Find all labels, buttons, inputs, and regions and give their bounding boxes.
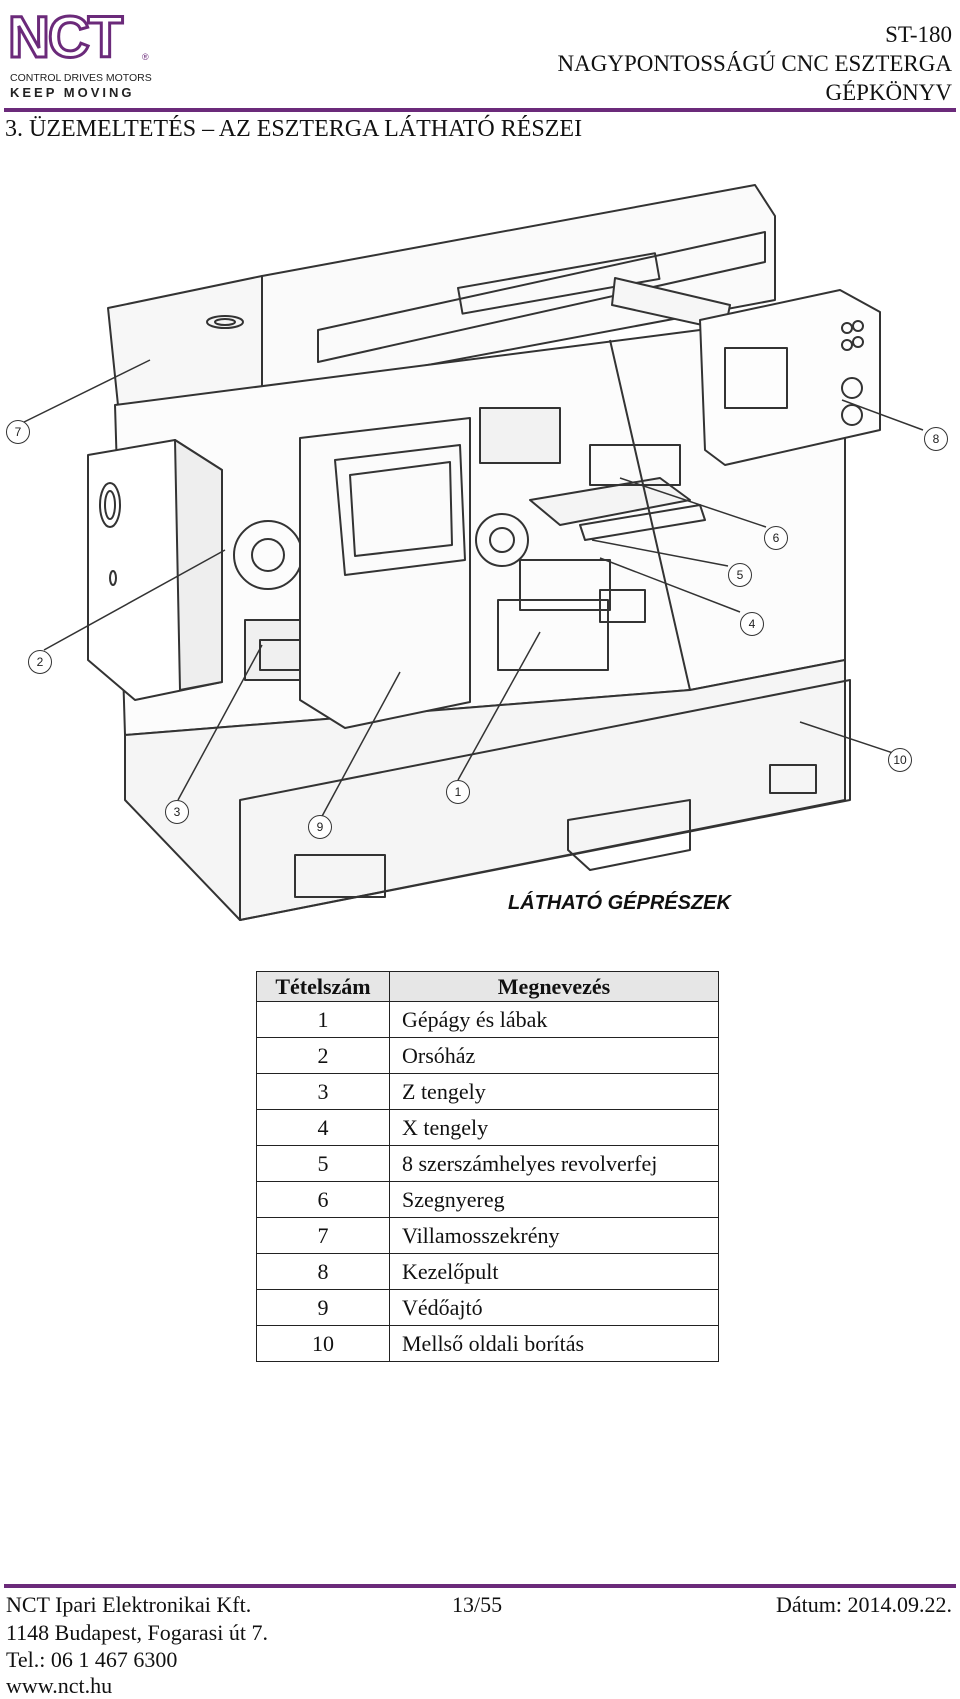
item-name: 8 szerszámhelyes revolverfej: [389, 1145, 719, 1182]
item-name: X tengely: [389, 1109, 719, 1146]
item-name: Védőajtó: [389, 1289, 719, 1326]
item-name: Villamosszekrény: [389, 1217, 719, 1254]
item-name: Kezelőpult: [389, 1253, 719, 1290]
item-number: 1: [256, 1001, 390, 1038]
item-number: 10: [256, 1325, 390, 1362]
footer-rule: [4, 1584, 956, 1588]
item-name: Z tengely: [389, 1073, 719, 1110]
item-number: 7: [256, 1217, 390, 1254]
drawing-caption: LÁTHATÓ GÉPRÉSZEK: [508, 892, 731, 914]
item-number: 8: [256, 1253, 390, 1290]
item-name: Orsóház: [389, 1037, 719, 1074]
logo-slogan: KEEP MOVING: [10, 85, 135, 100]
item-number: 9: [256, 1289, 390, 1326]
logo-registered-mark: ®: [142, 52, 149, 62]
footer-phone: Tel.: 06 1 467 6300: [6, 1647, 178, 1672]
column-header-number: Tételszám: [256, 971, 390, 1002]
item-name: Gépágy és lábak: [389, 1001, 719, 1038]
item-number: 3: [256, 1073, 390, 1110]
header-machine: NAGYPONTOSSÁGÚ CNC ESZTERGA: [557, 51, 952, 76]
footer-date: Dátum: 2014.09.22.: [776, 1592, 952, 1617]
logo-tagline: CONTROL DRIVES MOTORS: [10, 72, 152, 84]
item-number: 2: [256, 1037, 390, 1074]
header-model: ST-180: [885, 22, 952, 47]
lathe-drawing: [17, 184, 924, 921]
header-doc-type: GÉPKÖNYV: [825, 80, 953, 105]
item-number: 4: [256, 1109, 390, 1146]
table-header-row: Tételszám Megnevezés: [256, 971, 719, 1002]
section-title: 3. ÜZEMELTETÉS – AZ ESZTERGA LÁTHATÓ RÉS…: [5, 116, 583, 142]
logo-text: NCT: [6, 4, 124, 71]
footer-company: NCT Ipari Elektronikai Kft.: [6, 1592, 252, 1617]
footer-address: 1148 Budapest, Fogarasi út 7.: [6, 1620, 268, 1645]
item-name: Szegnyereg: [389, 1181, 719, 1218]
footer-page-number: 13/55: [452, 1592, 503, 1617]
nct-logo: NCT ® CONTROL DRIVES MOTORS KEEP MOVING: [6, 4, 158, 100]
item-number: 5: [256, 1145, 390, 1182]
item-name: Mellső oldali borítás: [389, 1325, 719, 1362]
item-number: 6: [256, 1181, 390, 1218]
footer-website: www.nct.hu: [6, 1673, 113, 1698]
column-header-name: Megnevezés: [389, 971, 719, 1002]
header-rule: [4, 108, 956, 112]
